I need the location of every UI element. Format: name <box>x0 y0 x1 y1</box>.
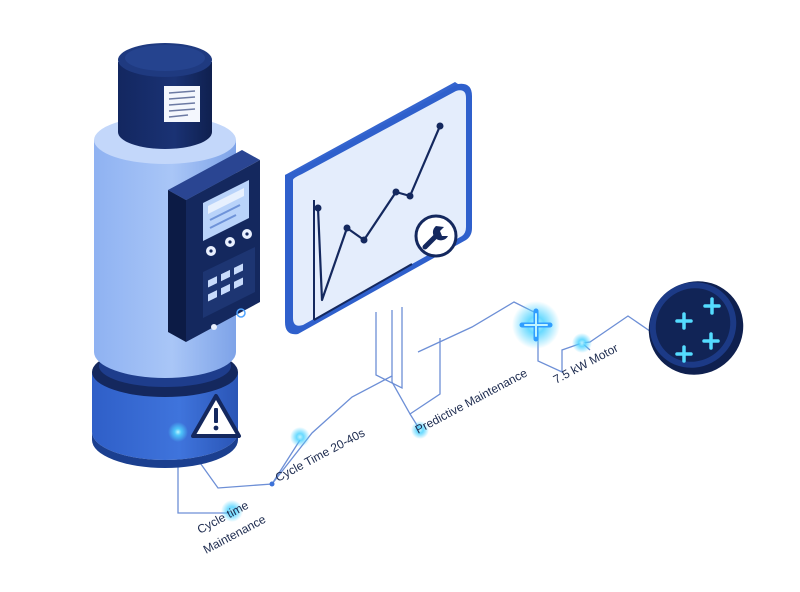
chart-point <box>314 204 322 212</box>
chart-x-axis <box>313 263 413 321</box>
hub-plus-icon <box>702 332 720 350</box>
warning-triangle-icon <box>191 394 241 438</box>
chart-point <box>392 188 400 196</box>
connector-cycle-time-line <box>271 439 301 485</box>
wrench-icon <box>414 214 458 258</box>
glow-node <box>221 500 243 522</box>
machine-label-plate <box>164 86 200 122</box>
trend-chart <box>313 122 444 321</box>
hub-plus-icon <box>675 345 693 363</box>
glow-node <box>269 481 275 487</box>
chart-point <box>406 192 414 200</box>
connector-panel-leg-2 <box>391 338 441 415</box>
glow-node <box>572 333 592 353</box>
diagram-labels: Cycle Time 20-40s Predictive Maintenance… <box>195 341 621 557</box>
hub-plus-icon <box>703 297 721 315</box>
glow-node <box>290 427 310 447</box>
control-buttons <box>203 247 255 330</box>
control-panel-box <box>168 150 260 342</box>
glowing-plus-icon <box>512 301 560 349</box>
connector-panel-leg-1 <box>375 307 403 390</box>
glow-nodes <box>168 301 592 522</box>
cycle-time-label: Cycle Time 20-40s <box>273 426 367 485</box>
chart-point <box>360 236 368 244</box>
hub-plus-icon <box>675 312 693 330</box>
chart-point <box>343 224 351 232</box>
glow-node <box>168 422 188 442</box>
connector-to-hub <box>417 301 661 374</box>
connector-lines <box>177 301 661 514</box>
glow-node <box>411 421 429 439</box>
industrial-machine <box>92 43 260 468</box>
monitor-panel <box>285 82 472 335</box>
hub-disc <box>648 281 744 375</box>
control-screen <box>203 180 249 241</box>
chart-point <box>436 122 444 130</box>
machine-top-cap <box>118 43 212 149</box>
control-dials <box>206 229 252 256</box>
